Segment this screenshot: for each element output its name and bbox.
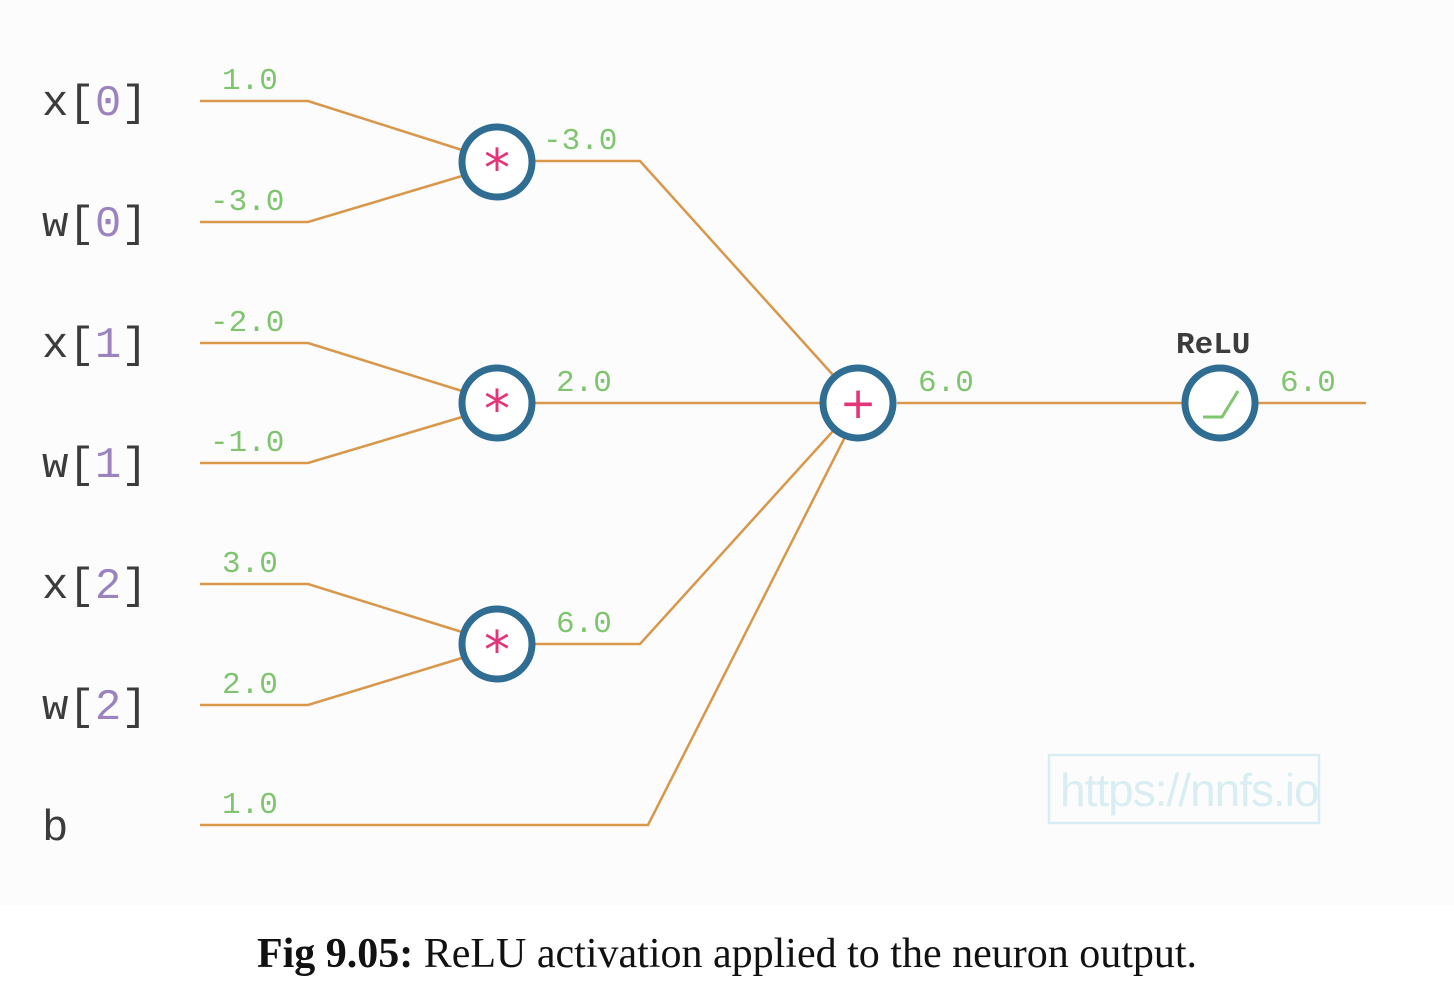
input-value-w0: -3.0 <box>210 185 284 220</box>
input-label-w0: w[0] <box>42 200 148 250</box>
input-label-x1: x[1] <box>42 321 148 371</box>
wire-mul2-to-sum <box>535 430 834 646</box>
multiply-node-0: * <box>458 123 536 201</box>
input-value-x1: -2.0 <box>210 306 284 341</box>
multiply-output-1: 2.0 <box>556 366 612 401</box>
input-label-bias: b <box>42 804 68 854</box>
sum-output: 6.0 <box>918 366 974 401</box>
input-label-w1: w[1] <box>42 441 148 491</box>
multiply-output-0: -3.0 <box>543 124 617 159</box>
multiply-icon: * <box>484 380 510 440</box>
watermark-text: https://nnfs.io <box>1060 764 1319 816</box>
relu-label: ReLU <box>1176 328 1250 363</box>
relu-curve-icon <box>1203 390 1240 419</box>
watermark: https://nnfs.io <box>1047 753 1321 825</box>
wire-w0 <box>200 174 463 224</box>
wire-mul0-to-sum <box>535 159 834 376</box>
input-value-w2: 2.0 <box>222 668 278 703</box>
wire-x0 <box>200 99 463 152</box>
input-label-w2: w[2] <box>42 683 148 733</box>
multiply-node-2: * <box>458 605 536 683</box>
wire-bias-to-sum <box>200 436 847 827</box>
multiply-icon: * <box>484 621 510 681</box>
figure-panel: x[0] w[0] x[1] w[1] x[2] w[2] b 1.0 -3.0… <box>42 64 1366 854</box>
wire-w1 <box>200 415 463 465</box>
input-label-x2: x[2] <box>42 562 148 612</box>
wire-w2 <box>200 656 463 707</box>
relu-node <box>1181 364 1259 442</box>
input-value-x0: 1.0 <box>222 64 278 99</box>
caption-text: ReLU activation applied to the neuron ou… <box>413 931 1198 977</box>
multiply-output-2: 6.0 <box>556 607 612 642</box>
wire-x2 <box>200 582 463 634</box>
input-value-x2: 3.0 <box>222 547 278 582</box>
computation-graph: x[0] w[0] x[1] w[1] x[2] w[2] b 1.0 -3.0… <box>42 64 1366 854</box>
sum-node: + <box>819 364 897 442</box>
multiply-node-1: * <box>458 364 536 442</box>
multiply-icon: * <box>484 139 510 199</box>
caption-prefix: Fig 9.05: <box>256 931 414 977</box>
input-value-bias: 1.0 <box>222 788 278 823</box>
input-label-x0: x[0] <box>42 79 148 129</box>
figure-caption: Fig 9.05: ReLU activation applied to the… <box>0 930 1454 978</box>
plus-icon: + <box>840 378 877 429</box>
relu-output: 6.0 <box>1280 366 1336 401</box>
input-value-w1: -1.0 <box>210 426 284 461</box>
wire-x1 <box>200 341 463 393</box>
